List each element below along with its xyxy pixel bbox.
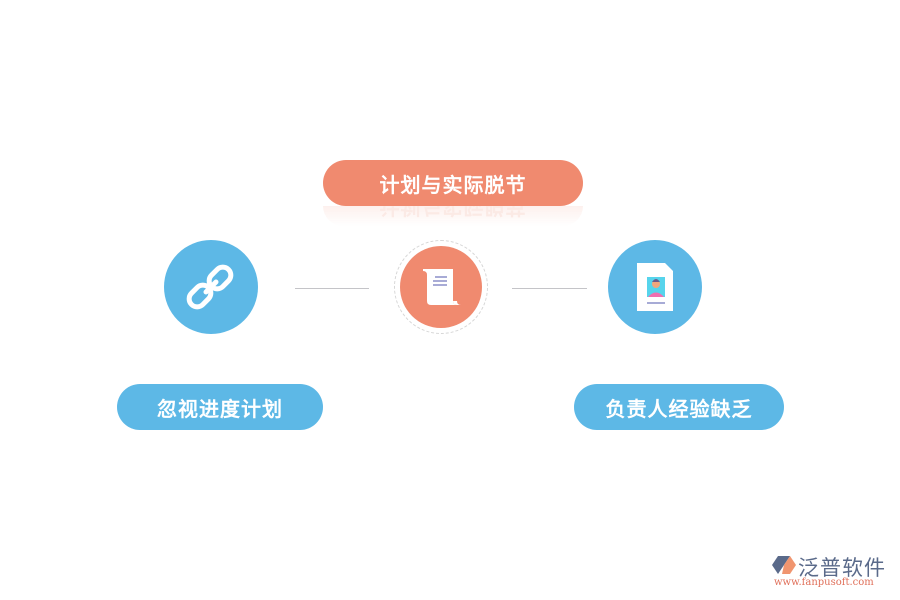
connector-line-left (295, 288, 369, 289)
left-node-circle (164, 240, 258, 334)
connector-line-right (512, 288, 587, 289)
left-label: 忽视进度计划 (157, 396, 283, 421)
brand-url: www.fanpusoft.com (774, 577, 874, 588)
center-title-reflection: 计划与实际脱节 (323, 206, 583, 226)
brand-name: 泛普软件 (798, 556, 886, 580)
reflection-text: 计划与实际脱节 (379, 206, 527, 219)
resume-profile-icon (637, 263, 673, 311)
right-label: 负责人经验缺乏 (605, 396, 753, 421)
right-label-pill: 负责人经验缺乏 (574, 384, 784, 430)
center-title-pill: 计划与实际脱节 (323, 160, 583, 206)
left-label-pill: 忽视进度计划 (117, 384, 323, 430)
center-title-label: 计划与实际脱节 (379, 172, 527, 197)
brand-logo: 泛普软件 www.fanpusoft.com (768, 552, 894, 592)
right-node-circle (608, 240, 702, 334)
center-node-ring (394, 240, 488, 334)
center-node-circle (400, 246, 482, 328)
scroll-document-icon (423, 269, 461, 305)
brand-mark-icon (772, 556, 796, 574)
chain-link-icon (186, 264, 234, 310)
